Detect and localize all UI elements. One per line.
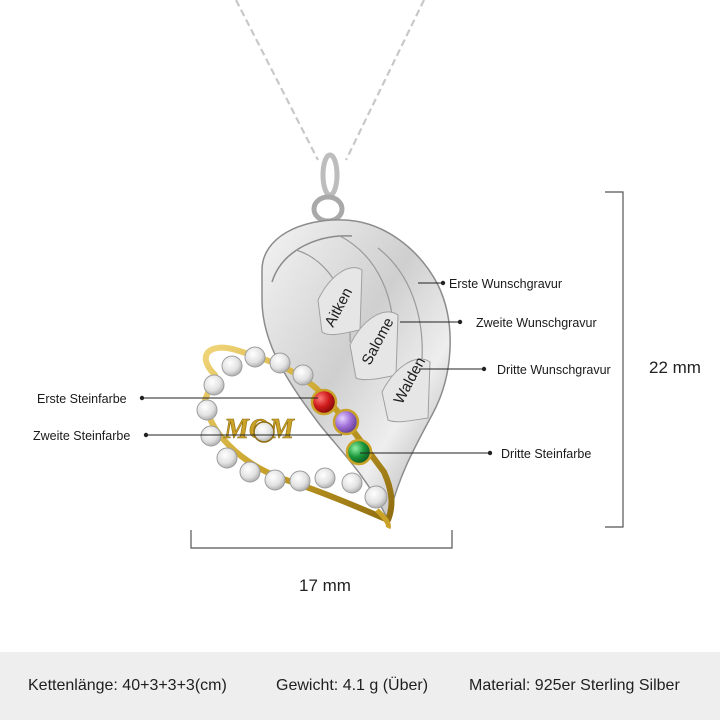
height-dimension: 22 mm bbox=[649, 358, 701, 377]
stone-1-red bbox=[310, 388, 338, 416]
callout-lines bbox=[142, 282, 490, 454]
silver-heart bbox=[261, 219, 451, 523]
chain-length-spec: Kettenlänge: 40+3+3+3(cm) bbox=[28, 677, 227, 694]
material-spec: Material: 925er Sterling Silber bbox=[469, 677, 680, 694]
diamond-stones bbox=[196, 346, 388, 509]
chain bbox=[235, 0, 425, 161]
label-stone-2: Zweite Steinfarbe bbox=[33, 429, 131, 443]
pendant-bail bbox=[311, 152, 345, 224]
width-dimension: 17 mm bbox=[299, 576, 351, 595]
product-image: Aitken Salome Walden M bbox=[33, 0, 701, 595]
label-stone-1: Erste Steinfarbe bbox=[37, 392, 127, 406]
callout-dots bbox=[139, 280, 493, 456]
birthstones bbox=[310, 388, 373, 466]
weight-spec: Gewicht: 4.1 g (Über) bbox=[276, 677, 429, 694]
label-engraving-1: Erste Wunschgravur bbox=[449, 277, 563, 291]
spec-footer: Kettenlänge: 40+3+3+3(cm) Gewicht: 4.1 g… bbox=[0, 652, 720, 720]
label-engraving-3: Dritte Wunschgravur bbox=[497, 363, 611, 377]
dimension-brackets bbox=[190, 191, 624, 549]
stone-2-purple bbox=[332, 408, 360, 436]
stone-3-green bbox=[345, 438, 373, 466]
pendant-illustration: Aitken Salome Walden M bbox=[139, 0, 624, 549]
label-engraving-2: Zweite Wunschgravur bbox=[476, 316, 597, 330]
mom-script: MOM bbox=[223, 414, 296, 446]
label-stone-3: Dritte Steinfarbe bbox=[501, 447, 592, 461]
